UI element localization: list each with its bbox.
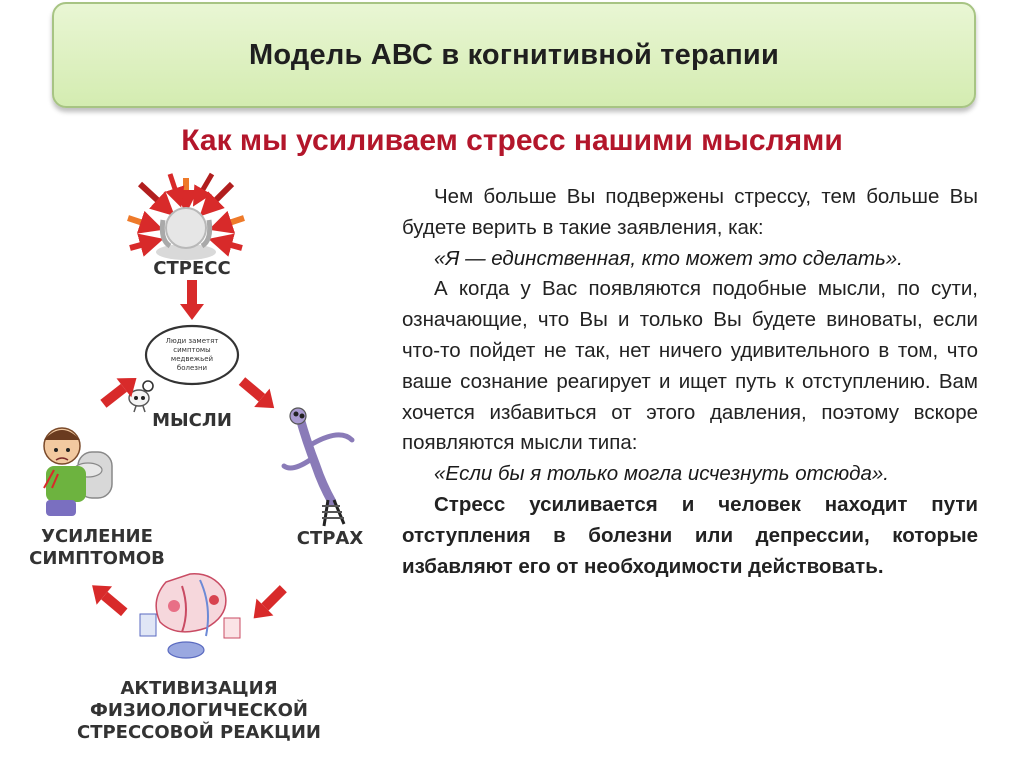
thought-bubble-icon: Люди заметят симптомы медвежьей болезни <box>135 324 240 401</box>
page-title: Модель АВС в когнитивной терапии <box>249 38 779 71</box>
label-symptoms: УСИЛЕНИЕ СИМПТОМОВ <box>18 526 176 570</box>
label-stress: СТРЕСС <box>153 258 231 279</box>
physiology-illustration-icon <box>139 573 241 659</box>
bubble-line: симптомы <box>173 346 210 354</box>
label-reaction-line1: АКТИВИЗАЦИЯ ФИЗИОЛОГИЧЕСКОЙ <box>90 678 308 721</box>
quote-2: «Если бы я только могла исчезнуть отсюда… <box>434 462 889 486</box>
paragraph-3: Стресс усиливается и человек находит пут… <box>402 492 978 578</box>
subtitle: Как мы усиливаем стресс нашими мыслями <box>181 124 843 157</box>
label-thoughts: МЫСЛИ <box>152 410 232 431</box>
cycle-graphic: Люди заметят симптомы медвежьей болезни <box>43 172 355 659</box>
body-text: Чем больше Вы подвержены стрессу, тем бо… <box>402 182 978 582</box>
bubble-line: болезни <box>177 364 207 372</box>
label-symptoms-line1: УСИЛЕНИЕ <box>41 526 153 547</box>
quote-1: «Я — единственная, кто может это сделать… <box>434 246 903 270</box>
small-face-icon <box>128 389 150 413</box>
paragraph-2: А когда у Вас появляются подобные мысли,… <box>402 277 978 455</box>
arrow-symptoms-to-thoughts <box>100 377 137 408</box>
stress-arrows-icon <box>127 172 245 257</box>
bubble-line: медвежьей <box>171 355 213 363</box>
title-box: Модель АВС в когнитивной терапии <box>52 2 976 108</box>
label-reaction: АКТИВИЗАЦИЯ ФИЗИОЛОГИЧЕСКОЙ СТРЕССОВОЙ Р… <box>14 678 384 744</box>
label-fear: СТРАХ <box>296 528 364 549</box>
fear-figure-icon <box>281 407 355 527</box>
stressed-person-icon <box>156 207 216 260</box>
label-reaction-line2: СТРЕССОВОЙ РЕАКЦИИ <box>76 722 321 743</box>
label-symptoms-line2: СИМПТОМОВ <box>29 548 165 569</box>
arrow-reaction-to-symptoms <box>92 585 128 617</box>
arrow-stress-to-thoughts <box>180 280 204 320</box>
sick-boy-icon <box>43 427 113 516</box>
arrow-fear-to-reaction <box>253 585 287 619</box>
paragraph-1: Чем больше Вы подвержены стрессу, тем бо… <box>402 185 978 239</box>
abc-cycle-diagram: Люди заметят симптомы медвежьей болезни <box>0 170 390 743</box>
bubble-line: Люди заметят <box>166 337 219 345</box>
arrow-thoughts-to-fear <box>238 377 275 409</box>
